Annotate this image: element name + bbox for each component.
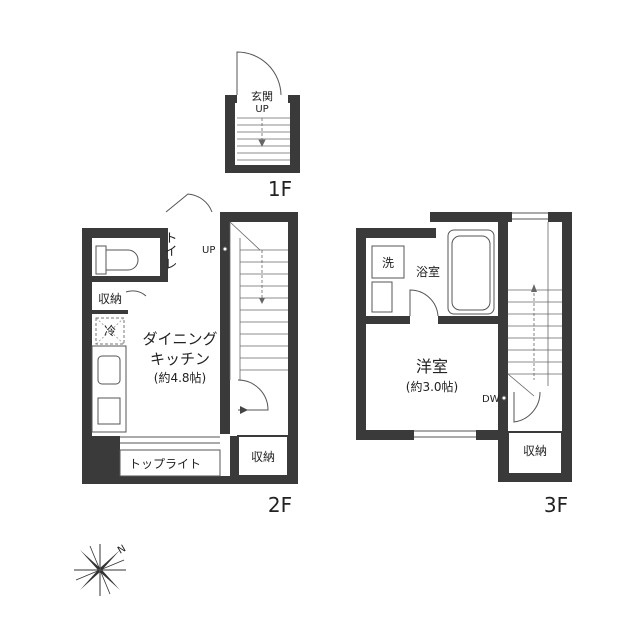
stove [97,397,121,425]
wall [82,436,120,484]
room-size: (約3.0帖) [406,379,458,394]
sink [97,355,121,385]
fridge-box [95,317,125,345]
toplight-box [119,449,221,477]
wall [82,228,164,238]
floor-3f: 洗 浴室 洋室 (約3.0帖) DW [356,212,572,517]
wall [92,310,128,314]
wall [476,430,508,440]
up-label-2f: UP [202,245,215,256]
wall [438,316,498,324]
floor-label-1f: 1F [268,177,292,201]
door-swing-landing [237,379,269,411]
storage-3f-box [507,431,563,475]
dining-label-line1: ダイニング [142,330,217,348]
compass-point [80,570,100,590]
dining-label-line2: キッチン [150,350,210,368]
wall [225,95,235,173]
wall [225,165,300,173]
storage-door-swing [125,290,147,297]
wall [288,95,300,103]
wall [82,228,92,484]
genkan-label: 玄関 [251,89,273,103]
storage-bottom-box [237,435,289,477]
wall [548,212,572,222]
door-swing-3f [513,391,541,423]
wall [82,476,298,484]
wall [356,228,366,438]
toplight-label: トップライト [129,457,201,471]
toilet-tank [95,245,107,275]
bath-label: 浴室 [416,264,440,279]
washer-box [371,245,405,279]
wall [288,212,298,484]
wall [160,228,168,280]
floor-label-2f: 2F [268,493,292,517]
compass-north-label: N [116,543,128,556]
compass-spoke [75,559,125,581]
storage-3f-label: 収納 [523,444,547,458]
wall [356,430,414,440]
dining-size: (約4.8帖) [154,370,206,385]
compass-point [100,570,120,590]
dw-label: DW [482,394,500,405]
up-marker [222,246,228,252]
wall [225,95,237,103]
wall [562,212,572,482]
bath-door-swing [409,289,439,317]
compass-rose: N [74,543,128,596]
wall [498,430,508,482]
stairs-arrow [531,284,537,292]
storage-bottom-label: 収納 [251,450,275,464]
toilet-label-text: トイレ [138,231,177,269]
wall [366,316,410,324]
room-label: 洋室 [416,357,448,376]
storage-top-label: 収納 [98,292,122,306]
bathtub-inner [451,235,491,311]
toilet-bowl [105,249,139,271]
compass-point [100,550,120,570]
washbasin [371,281,393,313]
door-swing-2f-top [165,193,213,213]
wall [498,474,572,482]
wall [92,276,168,282]
up-label-1f: UP [255,104,268,115]
floor-1f: 玄関 UP 1F [225,51,300,201]
landing-arrow [240,406,248,414]
wall [220,212,230,434]
floor-label-3f: 3F [544,493,568,517]
stairs-3f [507,222,562,397]
toilet-label: トイレ [138,231,177,269]
wall [230,436,238,476]
stairs-1f [237,117,290,161]
entrance-door-swing [236,51,282,96]
dw-marker [501,395,507,401]
stairs-2f [229,221,288,380]
floor-2f: トイレ 収納 冷 ダイニング キッチン (約4.8帖) UP [82,193,298,517]
wash-label: 洗 [382,256,394,270]
wall [356,228,436,238]
bathtub [447,229,495,315]
wall [220,212,296,222]
wall [430,212,512,222]
wall [498,212,508,438]
fridge-label: 冷 [104,324,116,338]
compass-point [80,550,100,570]
wall [290,95,300,173]
stairs-arrow [259,298,265,304]
